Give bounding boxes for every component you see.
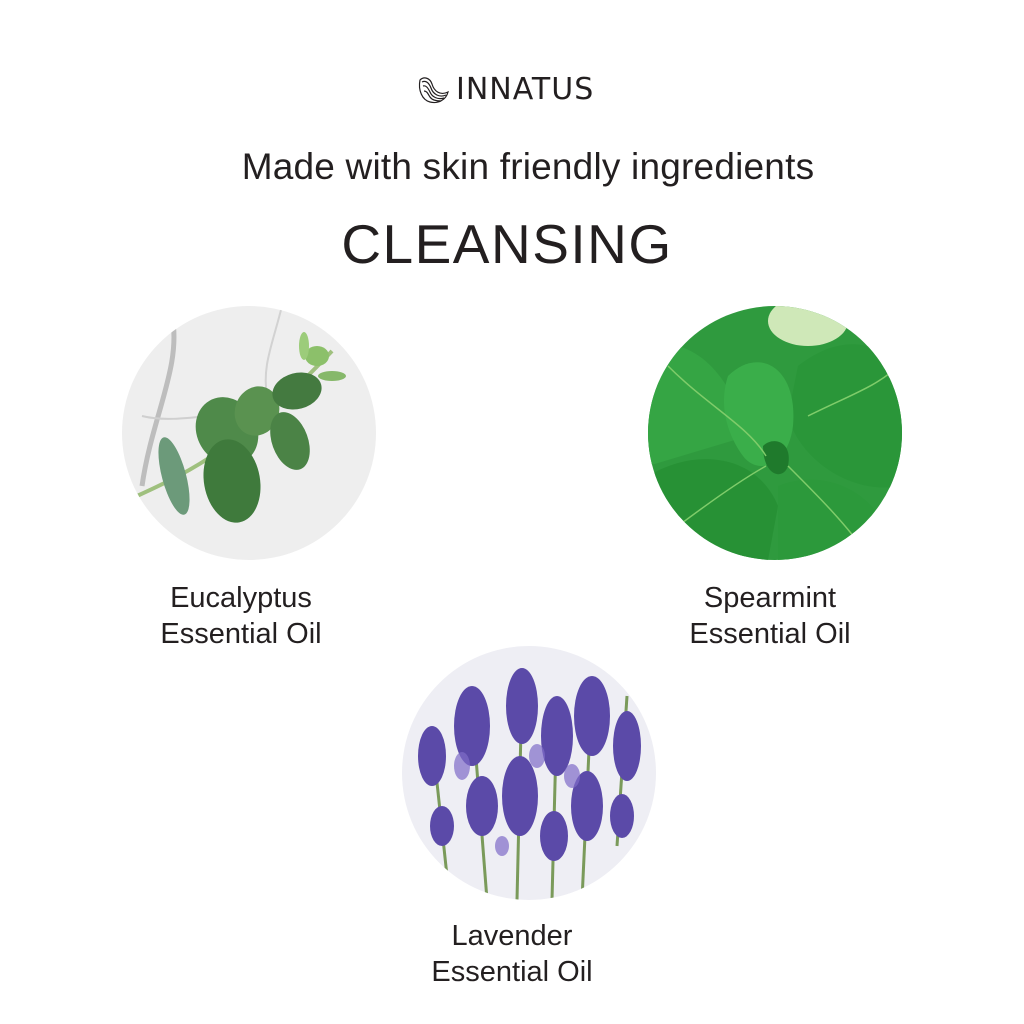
tagline: Made with skin friendly ingredients	[241, 146, 815, 187]
ingredient-type: Essential Oil	[689, 618, 851, 650]
ingredient-label: Lavender Essential Oil	[362, 918, 662, 990]
ingredient-type: Essential Oil	[431, 956, 593, 988]
ingredient-name: Spearmint	[703, 582, 837, 614]
ingredient-name: Eucalyptus	[170, 582, 312, 614]
brand-logo: INNATUS	[416, 72, 594, 108]
ingredient-label: Spearmint Essential Oil	[620, 580, 920, 652]
category-heading: CLEANSING	[341, 213, 673, 275]
ingredient-type: Essential Oil	[160, 618, 322, 650]
wave-shell-icon	[418, 77, 449, 104]
ingredient-name: Lavender	[451, 920, 573, 952]
eucalyptus-branch-image	[122, 306, 376, 560]
brand-name: INNATUS	[456, 72, 595, 107]
lavender-sprigs-image	[402, 646, 656, 900]
ingredient-label: Eucalyptus Essential Oil	[91, 580, 391, 652]
spearmint-leaves-image	[648, 306, 902, 560]
